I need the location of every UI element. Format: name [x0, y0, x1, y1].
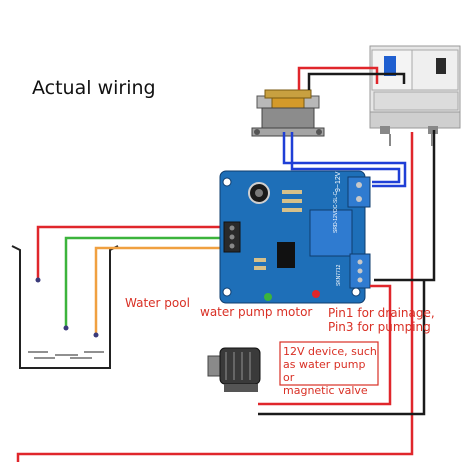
- pump-motor: [207, 347, 261, 392]
- blue-wire-2: [290, 132, 401, 184]
- page-title: Actual wiring: [32, 77, 156, 99]
- green-led: [264, 293, 272, 301]
- device-label-box: [279, 341, 379, 386]
- red-output-wire: [258, 284, 392, 406]
- probe-wires: [35, 225, 225, 338]
- pin-label-line1: Pin1 for drainage,: [328, 306, 435, 320]
- water-pool-beaker: [11, 245, 119, 369]
- blue-wire-1: [282, 132, 407, 188]
- pin-label-line2: Pin3 for pumping: [328, 320, 431, 334]
- relay: [309, 209, 353, 257]
- green-probe-wire: [64, 236, 225, 326]
- device-label-line2: as water pump or: [283, 358, 366, 384]
- orange-probe-wire: [94, 246, 225, 333]
- red-mains-wire-top: [297, 66, 379, 90]
- water-pump-motor-label: water pump motor: [200, 305, 313, 319]
- device-label-text: 12V device, such as water pump or magnet…: [283, 345, 377, 397]
- circuit-breaker: [369, 45, 461, 134]
- mains-wires: [16, 66, 436, 462]
- black-mains-wire-down: [374, 130, 436, 282]
- water-pool-label: Water pool: [125, 296, 190, 310]
- red-led: [312, 290, 320, 298]
- output-wires: [258, 280, 426, 416]
- transformer: [251, 89, 325, 137]
- black-output-wire: [258, 280, 426, 416]
- ic-chip: [277, 242, 295, 268]
- device-label-line1: 12V device, such: [283, 345, 377, 358]
- red-mains-wire-down: [16, 132, 414, 462]
- black-mains-wire-top: [307, 72, 406, 90]
- red-probe-wire: [36, 225, 225, 278]
- device-label-line3: magnetic valve: [283, 384, 368, 397]
- control-board: 9~12V SRD-12VDC-SL-C SKN7712: [219, 170, 371, 304]
- terminal-label: 9~12V: [335, 171, 342, 192]
- relay-label: SRD-12VDC-SL-C: [333, 191, 339, 233]
- chip-label: SKN7712: [336, 264, 342, 286]
- blue-wires: [282, 132, 407, 188]
- power-terminal-block: [347, 176, 371, 208]
